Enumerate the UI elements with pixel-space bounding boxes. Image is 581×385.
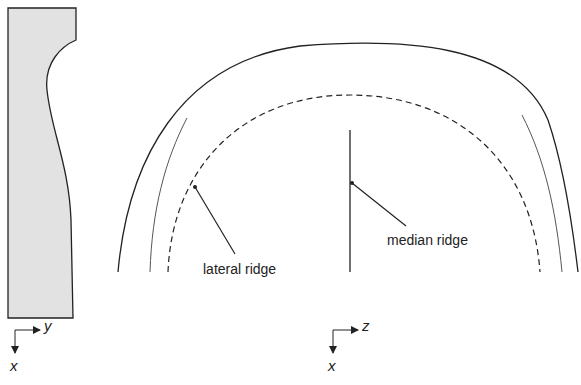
axis-label: z — [362, 318, 370, 333]
axis-arrow — [333, 330, 334, 353]
axis-label: x — [10, 358, 18, 373]
leader-line — [352, 183, 406, 226]
lateral-ridge-line — [168, 95, 540, 272]
side-profile — [8, 8, 76, 318]
axis-arrow — [15, 330, 40, 331]
part-label: lateral ridge — [203, 262, 276, 276]
right-inner-line — [522, 115, 562, 272]
left-inner-line — [150, 118, 187, 272]
outer-outline — [118, 43, 578, 272]
part-label: median ridge — [387, 233, 468, 247]
axis-arrow — [15, 330, 16, 353]
axis-label: y — [44, 318, 52, 333]
median-ridge-line — [349, 130, 350, 272]
axis-label: x — [328, 358, 336, 373]
axis-arrow — [333, 330, 358, 331]
leader-line — [195, 187, 235, 254]
